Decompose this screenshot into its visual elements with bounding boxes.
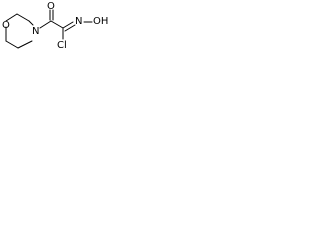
bond-imine-double-b [64,24,76,32]
atom-ring-nitrogen: N [32,26,39,37]
atom-carbonyl-oxygen: O [47,1,55,12]
bond-n-carbonyl-c [39,20,52,29]
molecule-structure: O N O N OH Cl [2,1,108,51]
bond-carbonyl-c-imidoyl-c [50,20,64,29]
atom-oxime-nitrogen: N [75,16,82,27]
bond-ring-top-right-n [28,20,34,26]
atom-chlorine: Cl [57,40,67,51]
bond-imine-double-a [62,21,74,29]
atom-hydroxyl: OH [93,16,108,27]
bond-ring-o-top-left [5,13,18,22]
atom-ring-oxygen: O [2,20,10,31]
bond-ring-bottom-left-bottom-right [5,40,19,49]
bond-ring-top-left-top-right [16,13,30,22]
bond-ring-bottom-right-n [17,40,33,49]
